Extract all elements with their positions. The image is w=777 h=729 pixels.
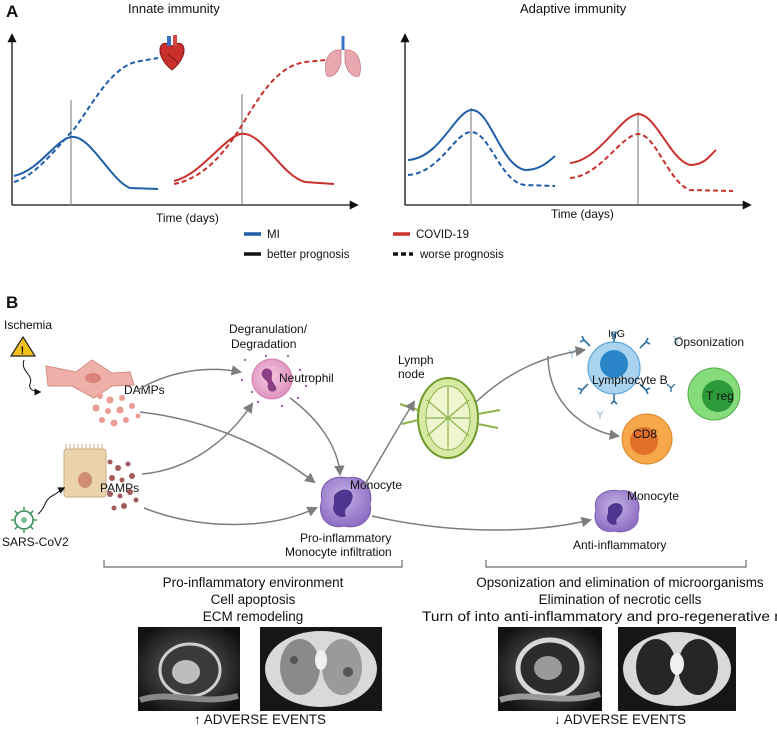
right-outcome: ↓ ADVERSE EVENTS (554, 712, 686, 727)
degranulation-label-1: Degranulation/ (229, 322, 308, 336)
lymphocyte-b-icon (568, 331, 682, 419)
neutrophil-icon (237, 354, 311, 408)
treg-label: T reg (706, 389, 734, 403)
left-effects: Pro-inflammatory environment Cell apopto… (163, 575, 344, 624)
lymphocyte-b-label: Lymphocyte B (592, 373, 668, 387)
arrow-pamps-neutrophil (141, 402, 254, 475)
innate-title: Innate immunity (128, 1, 220, 16)
lymph-node-icon (399, 377, 501, 459)
scan-mi-left (138, 627, 240, 711)
anti-inflammatory-label: Anti-inflammatory (573, 538, 666, 552)
left-outcome: ↑ ADVERSE EVENTS (194, 712, 326, 727)
right-effect-2: Elimination of necrotic cells (539, 592, 702, 607)
left-effect-1: Pro-inflammatory environment (163, 575, 344, 590)
monocyte2-label: Monocyte (627, 489, 679, 503)
right-bracket (485, 560, 747, 568)
scan-covid-right (618, 627, 736, 711)
innate-mi-worse-curve (13, 57, 159, 183)
right-effect-1: Opsonization and elimination of microorg… (476, 575, 764, 590)
cardiomyocyte-icon (45, 359, 135, 399)
innate-x-label: Time (days) (156, 211, 219, 225)
cd8-label: CD8 (633, 427, 657, 441)
lymph-label-1: Lymph (398, 353, 434, 367)
legend-better: better prognosis (267, 249, 350, 261)
adaptive-mi-better-curve (407, 108, 556, 172)
scan-mi-right (498, 627, 602, 711)
right-effects: Opsonization and elimination of microorg… (422, 575, 777, 624)
arrow-damps-monocyte (139, 411, 316, 484)
sars-label: SARS-CoV2 (2, 535, 69, 549)
arrow-neutrophil-monocyte (289, 397, 345, 477)
damps-particles (92, 393, 141, 427)
treg-icon (687, 367, 741, 421)
panel-b-label: B (6, 293, 18, 312)
flow-arrows (137, 346, 621, 531)
adaptive-chart: Time (days) (400, 33, 752, 221)
monocyte-label: Monocyte (350, 478, 402, 492)
adaptive-mi-worse-curve (407, 130, 556, 187)
innate-covid-worse-curve (173, 59, 327, 185)
pamps-label: PAMPs (100, 481, 139, 495)
adaptive-title: Adaptive immunity (520, 1, 627, 16)
scan-covid-left (260, 627, 382, 711)
legend-covid: COVID-19 (416, 229, 469, 241)
innate-mi-better-curve (13, 135, 159, 190)
damps-label: DAMPs (124, 383, 165, 397)
monocyte-icon (320, 476, 372, 528)
legend: MI COVID-19 better prognosis worse progn… (244, 229, 504, 261)
adaptive-covid-worse-curve (569, 132, 734, 192)
neutrophil-label: Neutrophil (279, 371, 334, 385)
heart-icon (159, 35, 185, 71)
virus-icon (11, 507, 37, 533)
adaptive-x-label: Time (days) (551, 207, 614, 221)
svg-text:!: ! (21, 345, 25, 357)
igg-label: IgG (608, 328, 625, 340)
degranulation-label-2: Degradation (231, 337, 296, 351)
adaptive-covid-better-curve (569, 112, 717, 167)
legend-worse: worse prognosis (419, 249, 504, 261)
arrow-monocyte-anti (371, 515, 593, 531)
warning-icon: ! (9, 335, 37, 357)
legend-mi: MI (267, 229, 280, 241)
cd8-icon (621, 413, 673, 465)
panel-a-label: A (6, 2, 18, 21)
arrow-damps-neutrophil (137, 365, 243, 391)
arrow-to-cd8 (547, 355, 621, 440)
left-bracket (103, 560, 403, 568)
arrow-lymphnode-lymphocyte (475, 346, 587, 403)
sars-arrow (37, 487, 66, 515)
left-effect-2: Cell apoptosis (211, 592, 296, 607)
proinflam-label-2: Monocyte infiltration (285, 545, 392, 559)
ischemia-arrow (22, 359, 42, 396)
lungs-icon (325, 36, 361, 77)
proinflam-label-1: Pro-inflammatory (300, 531, 391, 545)
right-effect-3: Turn of into anti-inflammatory and pro-r… (422, 609, 777, 624)
pamps-particles (107, 459, 139, 511)
monocyte-anti-icon (594, 489, 640, 533)
innate-covid-better-curve (173, 132, 335, 185)
opsonization-label: Opsonization (674, 335, 744, 349)
epithelial-cell-icon (63, 444, 107, 498)
arrow-monocyte-lymphnode (363, 400, 416, 487)
arrow-pamps-monocyte (143, 506, 318, 526)
innate-chart: Time (days) (7, 33, 359, 225)
left-effect-3: ECM remodeling (203, 609, 304, 624)
lymph-label-2: node (398, 367, 425, 381)
ischemia-label: Ischemia (4, 318, 52, 332)
